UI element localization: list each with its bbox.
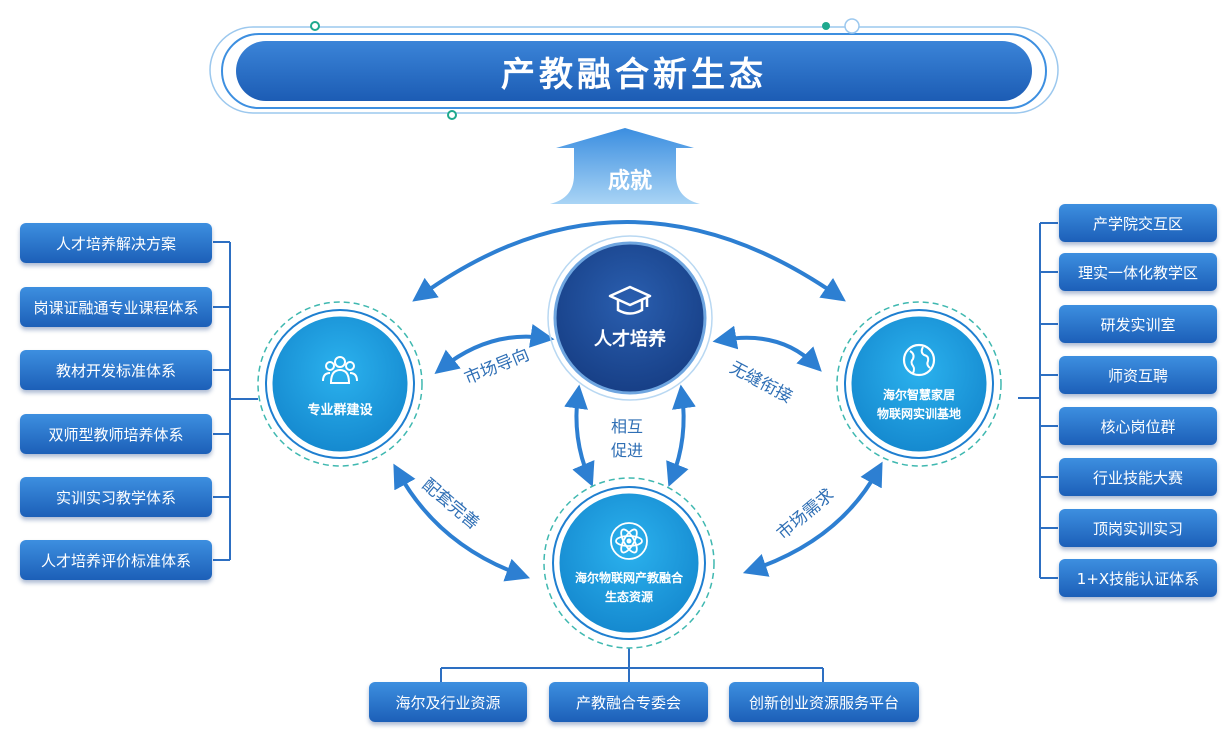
relation-mutual-line2: 促进 [611, 441, 644, 460]
bottom-node-label-line1: 海尔物联网产教融合 [574, 571, 683, 585]
left-item: 人才培养解决方案 [20, 223, 212, 263]
left-item: 双师型教师培养体系 [20, 414, 212, 454]
teal-dot-decoration [310, 21, 320, 31]
right-node-label-line1: 海尔智慧家居 [882, 388, 955, 402]
market-demand-arrow [742, 461, 883, 577]
center-node-rings [547, 235, 713, 401]
right-node-rings [836, 301, 1002, 467]
market-orientation-arrow [434, 324, 555, 374]
supporting-arrow [393, 463, 531, 582]
bottom-bracket [440, 648, 824, 682]
bottom-node-label-line2: 生态资源 [604, 590, 653, 604]
right-item: 产学院交互区 [1059, 204, 1217, 242]
right-node-label-line2: 物联网实训基地 [876, 407, 961, 421]
center-node-label: 人才培养 [594, 329, 666, 350]
right-item: 研发实训室 [1059, 305, 1217, 343]
atom-icon [609, 521, 649, 561]
bottom-item: 海尔及行业资源 [369, 682, 527, 722]
achieve-arrow [550, 128, 700, 204]
bottom-node-rings [543, 477, 715, 649]
relation-mutual-line1: 相互 [611, 417, 644, 436]
seamless-arrow [712, 325, 822, 372]
right-node: 海尔智慧家居 物联网实训基地 [854, 322, 984, 442]
title-frame [209, 18, 1059, 120]
right-item: 1+X技能认证体系 [1059, 559, 1217, 597]
left-item: 岗课证融通专业课程体系 [20, 287, 212, 327]
left-item: 人才培养评价标准体系 [20, 540, 212, 580]
right-bracket [1018, 222, 1058, 579]
right-item: 师资互聘 [1059, 356, 1217, 394]
globe-icon [901, 342, 937, 378]
left-item: 教材开发标准体系 [20, 350, 212, 390]
bottom-item: 产教融合专委会 [549, 682, 708, 722]
center-node: 人才培养 [570, 258, 690, 378]
achieve-label: 成就 [607, 169, 652, 194]
mutual-arrow-left [564, 384, 595, 487]
teal-dot-decoration [447, 110, 457, 120]
people-group-icon [320, 353, 360, 387]
left-node: 专业群建设 [280, 325, 400, 445]
right-item: 核心岗位群 [1059, 407, 1217, 445]
bottom-node: 海尔物联网产教融合 生态资源 [559, 500, 699, 626]
mutual-arrow-right [666, 384, 696, 487]
left-node-label: 专业群建设 [307, 402, 373, 418]
left-bracket [213, 241, 258, 561]
ring-decoration [844, 18, 860, 34]
right-item: 顶岗实训实习 [1059, 509, 1217, 547]
bottom-item: 创新创业资源服务平台 [729, 682, 919, 722]
teal-dot-decoration [822, 22, 830, 30]
page-title: 产教融合新生态 [236, 41, 1032, 101]
left-item: 实训实习教学体系 [20, 477, 212, 517]
left-node-rings [257, 301, 423, 467]
arch-arrow [412, 220, 846, 302]
right-item: 行业技能大赛 [1059, 458, 1217, 496]
right-item: 理实一体化教学区 [1059, 253, 1217, 291]
graduation-cap-icon [608, 285, 652, 319]
